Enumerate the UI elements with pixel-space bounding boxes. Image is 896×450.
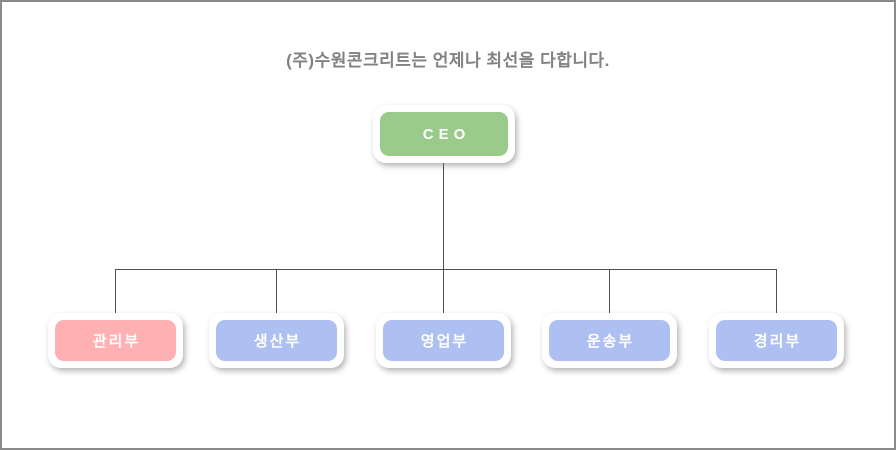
org-node-dept-1: 관리부 xyxy=(48,313,183,368)
org-node-dept-5-box: 경리부 xyxy=(716,320,837,361)
org-node-dept-2-box: 생산부 xyxy=(216,320,337,361)
connector-drop-1 xyxy=(115,269,116,313)
connector-horizontal xyxy=(115,269,777,270)
org-node-dept-4-box: 운송부 xyxy=(549,320,670,361)
bottom-border-gap xyxy=(28,447,40,448)
connector-drop-3 xyxy=(443,269,444,313)
page-title: (주)수원콘크리트는 언제나 최선을 다합니다. xyxy=(286,51,610,70)
connector-drop-2 xyxy=(276,269,277,313)
org-node-dept-3: 영업부 xyxy=(376,313,511,368)
connector-ceo-drop xyxy=(443,163,444,269)
org-node-dept-4: 운송부 xyxy=(542,313,677,368)
org-node-dept-2: 생산부 xyxy=(209,313,344,368)
org-node-ceo-box: CEO xyxy=(380,112,508,156)
connector-drop-4 xyxy=(609,269,610,313)
org-node-ceo: CEO xyxy=(373,105,515,163)
org-node-dept-1-box: 관리부 xyxy=(55,320,176,361)
org-node-dept-3-box: 영업부 xyxy=(383,320,504,361)
connector-drop-5 xyxy=(776,269,777,313)
org-node-dept-5: 경리부 xyxy=(709,313,844,368)
